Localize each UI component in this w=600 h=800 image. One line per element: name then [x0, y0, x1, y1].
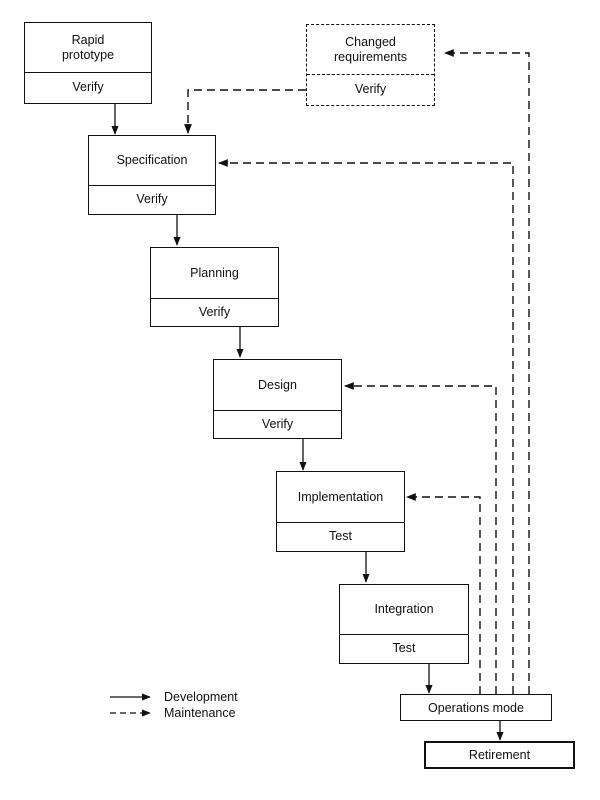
node-operations-mode: Operations mode [400, 694, 552, 721]
node-retirement: Retirement [424, 741, 575, 769]
node-integration: Integration Test [339, 584, 469, 664]
node-rapid-prototype-verify: Verify [72, 80, 104, 94]
edge-operations-to-implementation [406, 493, 481, 694]
edge-operations-to-design [344, 382, 497, 694]
node-specification: Specification Verify [88, 135, 216, 215]
node-implementation: Implementation Test [276, 471, 405, 552]
node-integration-test: Test [392, 641, 416, 655]
node-implementation-label: Implementation [277, 472, 404, 523]
edge-operations-to-specification [218, 159, 514, 694]
node-implementation-test: Test [329, 529, 352, 543]
legend-maintenance-label: Maintenance [164, 706, 236, 720]
node-rapid-prototype: Rapid prototype Verify [24, 22, 152, 104]
node-changed-requirements: Changed requirements Verify [306, 24, 435, 106]
node-rapid-prototype-label: Rapid prototype [25, 23, 151, 73]
edge-changed-requirements-to-specification [184, 89, 306, 134]
node-design-verify: Verify [261, 416, 294, 431]
node-integration-label: Integration [340, 585, 468, 635]
node-planning: Planning Verify [150, 247, 279, 327]
edge-operations-to-changed-requirements [444, 49, 530, 694]
node-design: Design Verify [213, 359, 342, 439]
node-changed-requirements-verify: Verify [354, 82, 387, 96]
node-specification-verify: Verify [136, 192, 168, 206]
node-specification-label: Specification [89, 136, 215, 186]
node-design-label: Design [214, 360, 341, 411]
legend-development-label: Development [164, 690, 238, 704]
node-planning-verify: Verify [198, 304, 231, 319]
node-planning-label: Planning [151, 248, 278, 299]
node-changed-requirements-label: Changed requirements [307, 25, 434, 75]
